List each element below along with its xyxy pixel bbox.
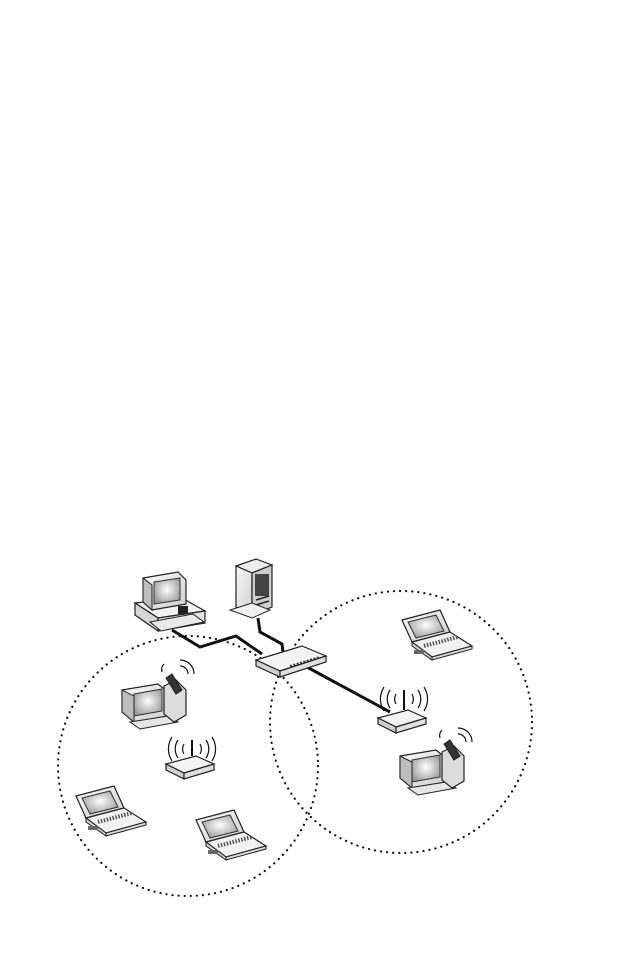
wireless-desktop-icon xyxy=(400,728,472,795)
tower-server-icon xyxy=(230,559,272,618)
wireless-desktop-icon xyxy=(122,660,194,729)
desktop-computer-icon xyxy=(135,572,205,631)
link-server-to-switch xyxy=(258,618,283,652)
access-point-icon xyxy=(166,737,216,779)
link-switch-to-access-point xyxy=(305,666,390,712)
laptop-icon xyxy=(196,810,266,860)
laptop-icon xyxy=(76,786,146,836)
link-desktop-to-switch xyxy=(172,630,262,654)
laptop-icon xyxy=(402,610,472,660)
